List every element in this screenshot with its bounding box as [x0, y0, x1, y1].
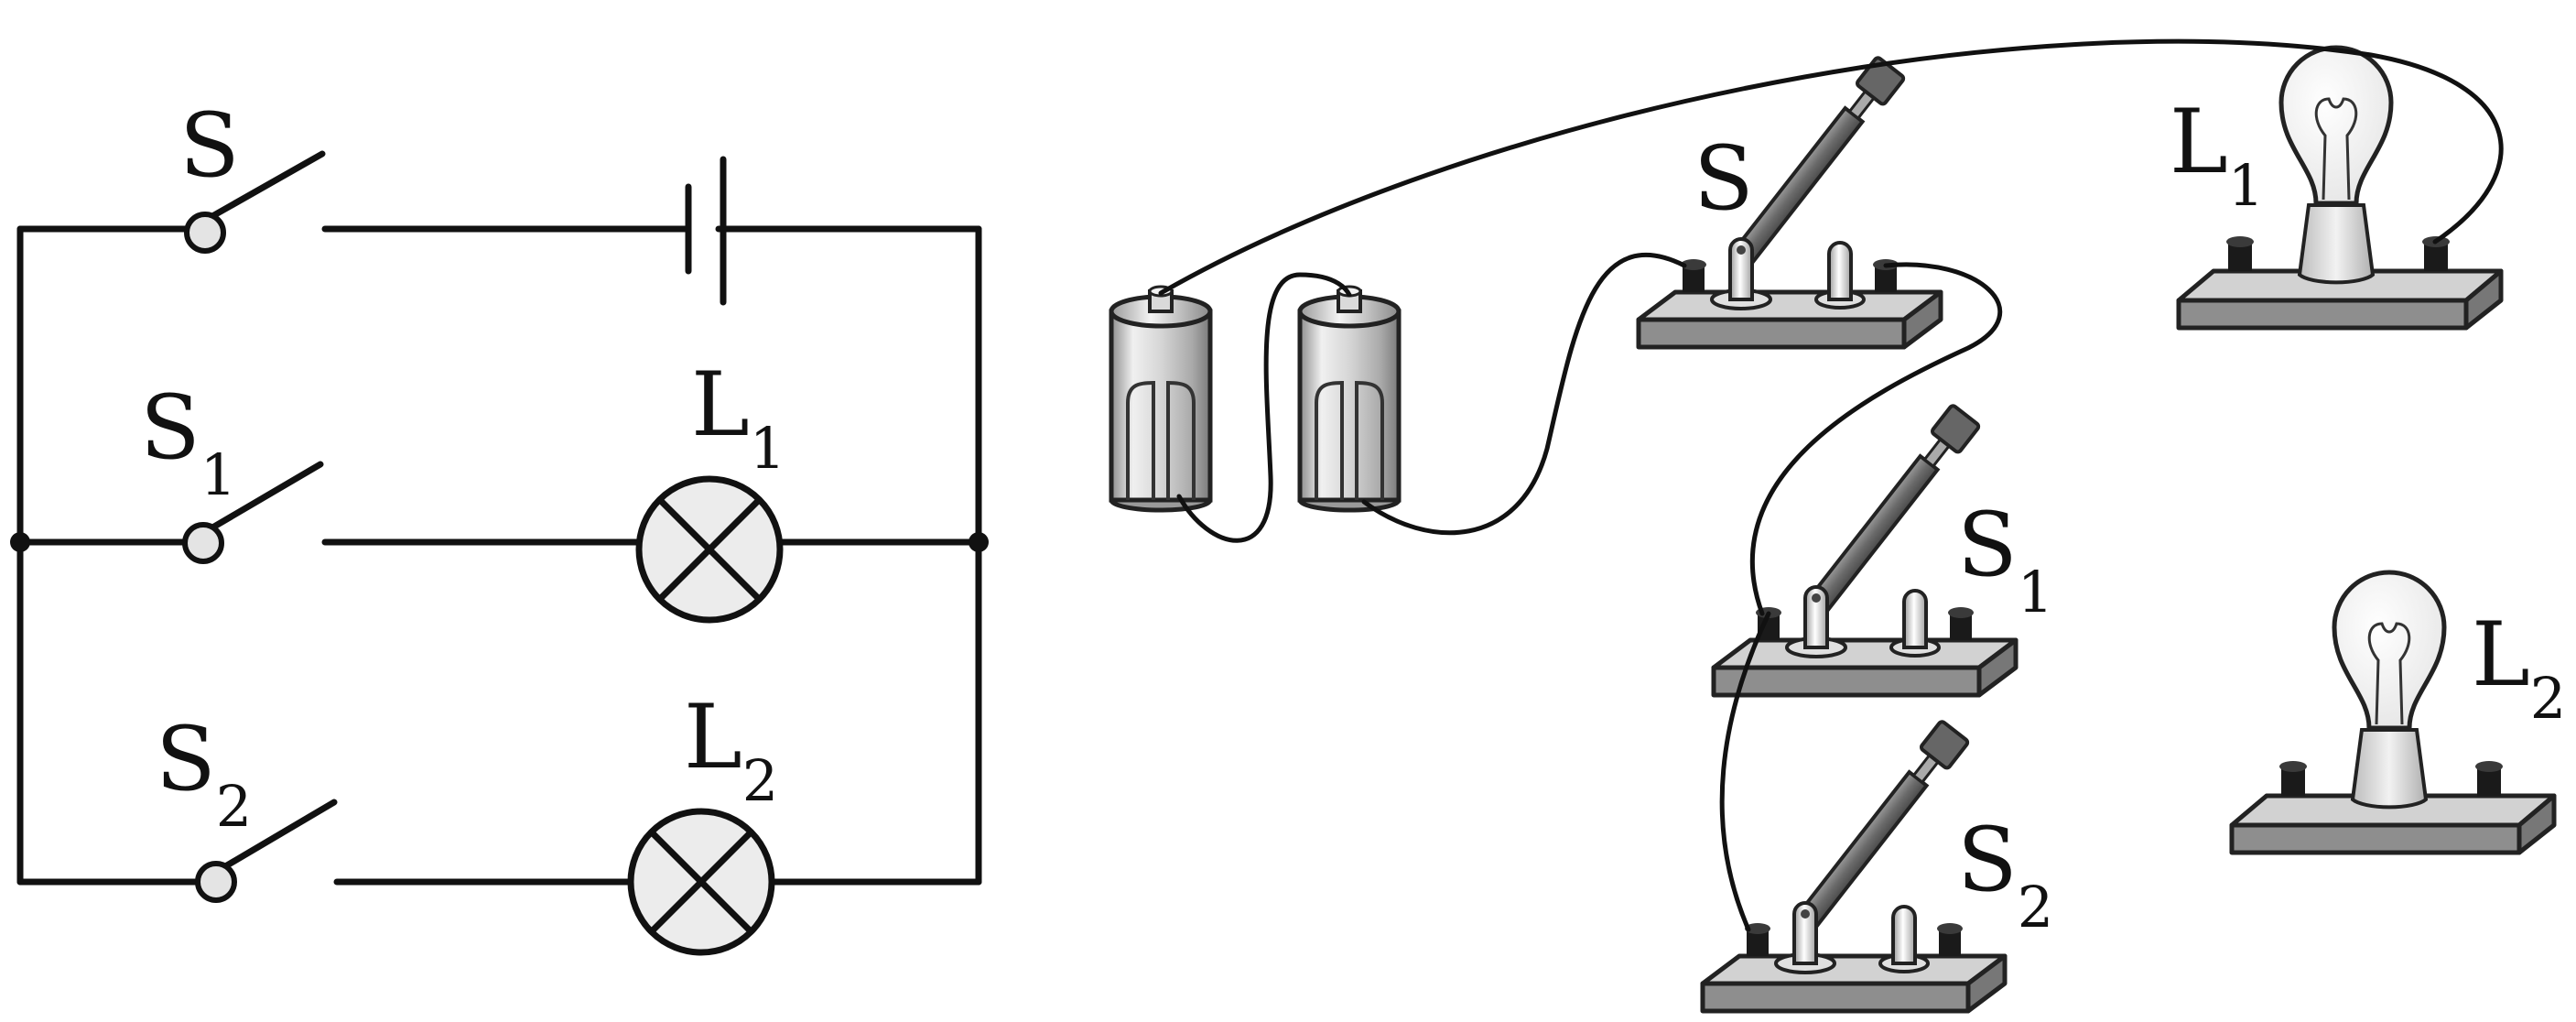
battery-icon	[1109, 285, 1213, 513]
physical-label-l2: L2	[2472, 603, 2566, 732]
schematic-label-l1: L1	[691, 353, 785, 482]
lamp-symbol-icon	[635, 475, 784, 624]
physical-label-s: S	[1694, 127, 1754, 230]
schematic-label-s1: S1	[140, 376, 236, 508]
physical-label-l1: L1	[2170, 91, 2264, 219]
switch-s2-pivot	[195, 861, 237, 903]
wire	[1176, 272, 1352, 543]
wire	[1749, 262, 2003, 616]
physical-label-s2: S2	[1957, 809, 2053, 940]
physical-circuit: S L1 S1 L2 S2	[1109, 38, 2566, 1011]
switch-s-pivot	[184, 212, 226, 254]
schematic-circuit: S S1 L1 S2 L2	[10, 94, 989, 956]
switch-s1-pivot	[182, 522, 224, 564]
battery-icon	[1297, 285, 1402, 513]
wire	[1361, 252, 1687, 536]
wire	[1719, 611, 1771, 932]
battery-symbol	[685, 156, 727, 306]
schematic-label-s2: S2	[156, 708, 252, 840]
lamp-symbol-icon	[627, 808, 775, 956]
physical-label-s1: S1	[1957, 494, 2053, 625]
schematic-label-l2: L2	[684, 686, 778, 814]
junction-left	[10, 532, 30, 552]
junction-right	[969, 532, 989, 552]
wire	[1158, 38, 2504, 296]
schematic-label-s: S	[179, 94, 240, 197]
